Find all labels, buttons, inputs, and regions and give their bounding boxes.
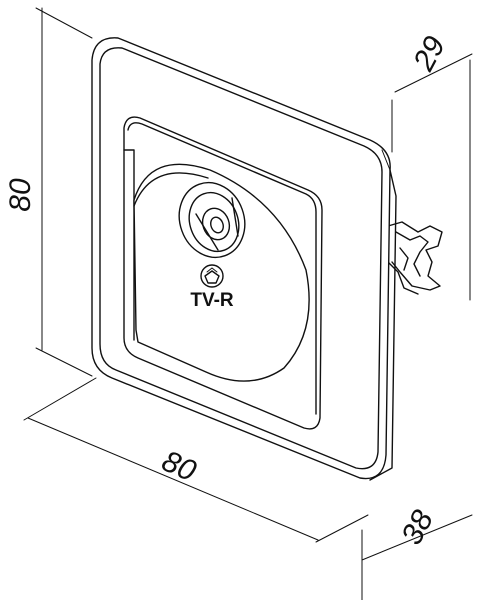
depth-top-label: 29 [407,31,452,77]
socket-label: TV-R [190,290,234,311]
mounting-claw [385,221,443,295]
depth-bottom-dimension: 38 [361,505,473,600]
fixing-screw-icon [200,264,224,288]
coax-connector-icon [178,181,246,259]
height-dimension-label: 80 [4,178,37,212]
depth-top-dimension: 29 [391,31,473,301]
height-dimension: 80 [4,7,93,377]
width-dimension-label: 80 [157,444,201,488]
